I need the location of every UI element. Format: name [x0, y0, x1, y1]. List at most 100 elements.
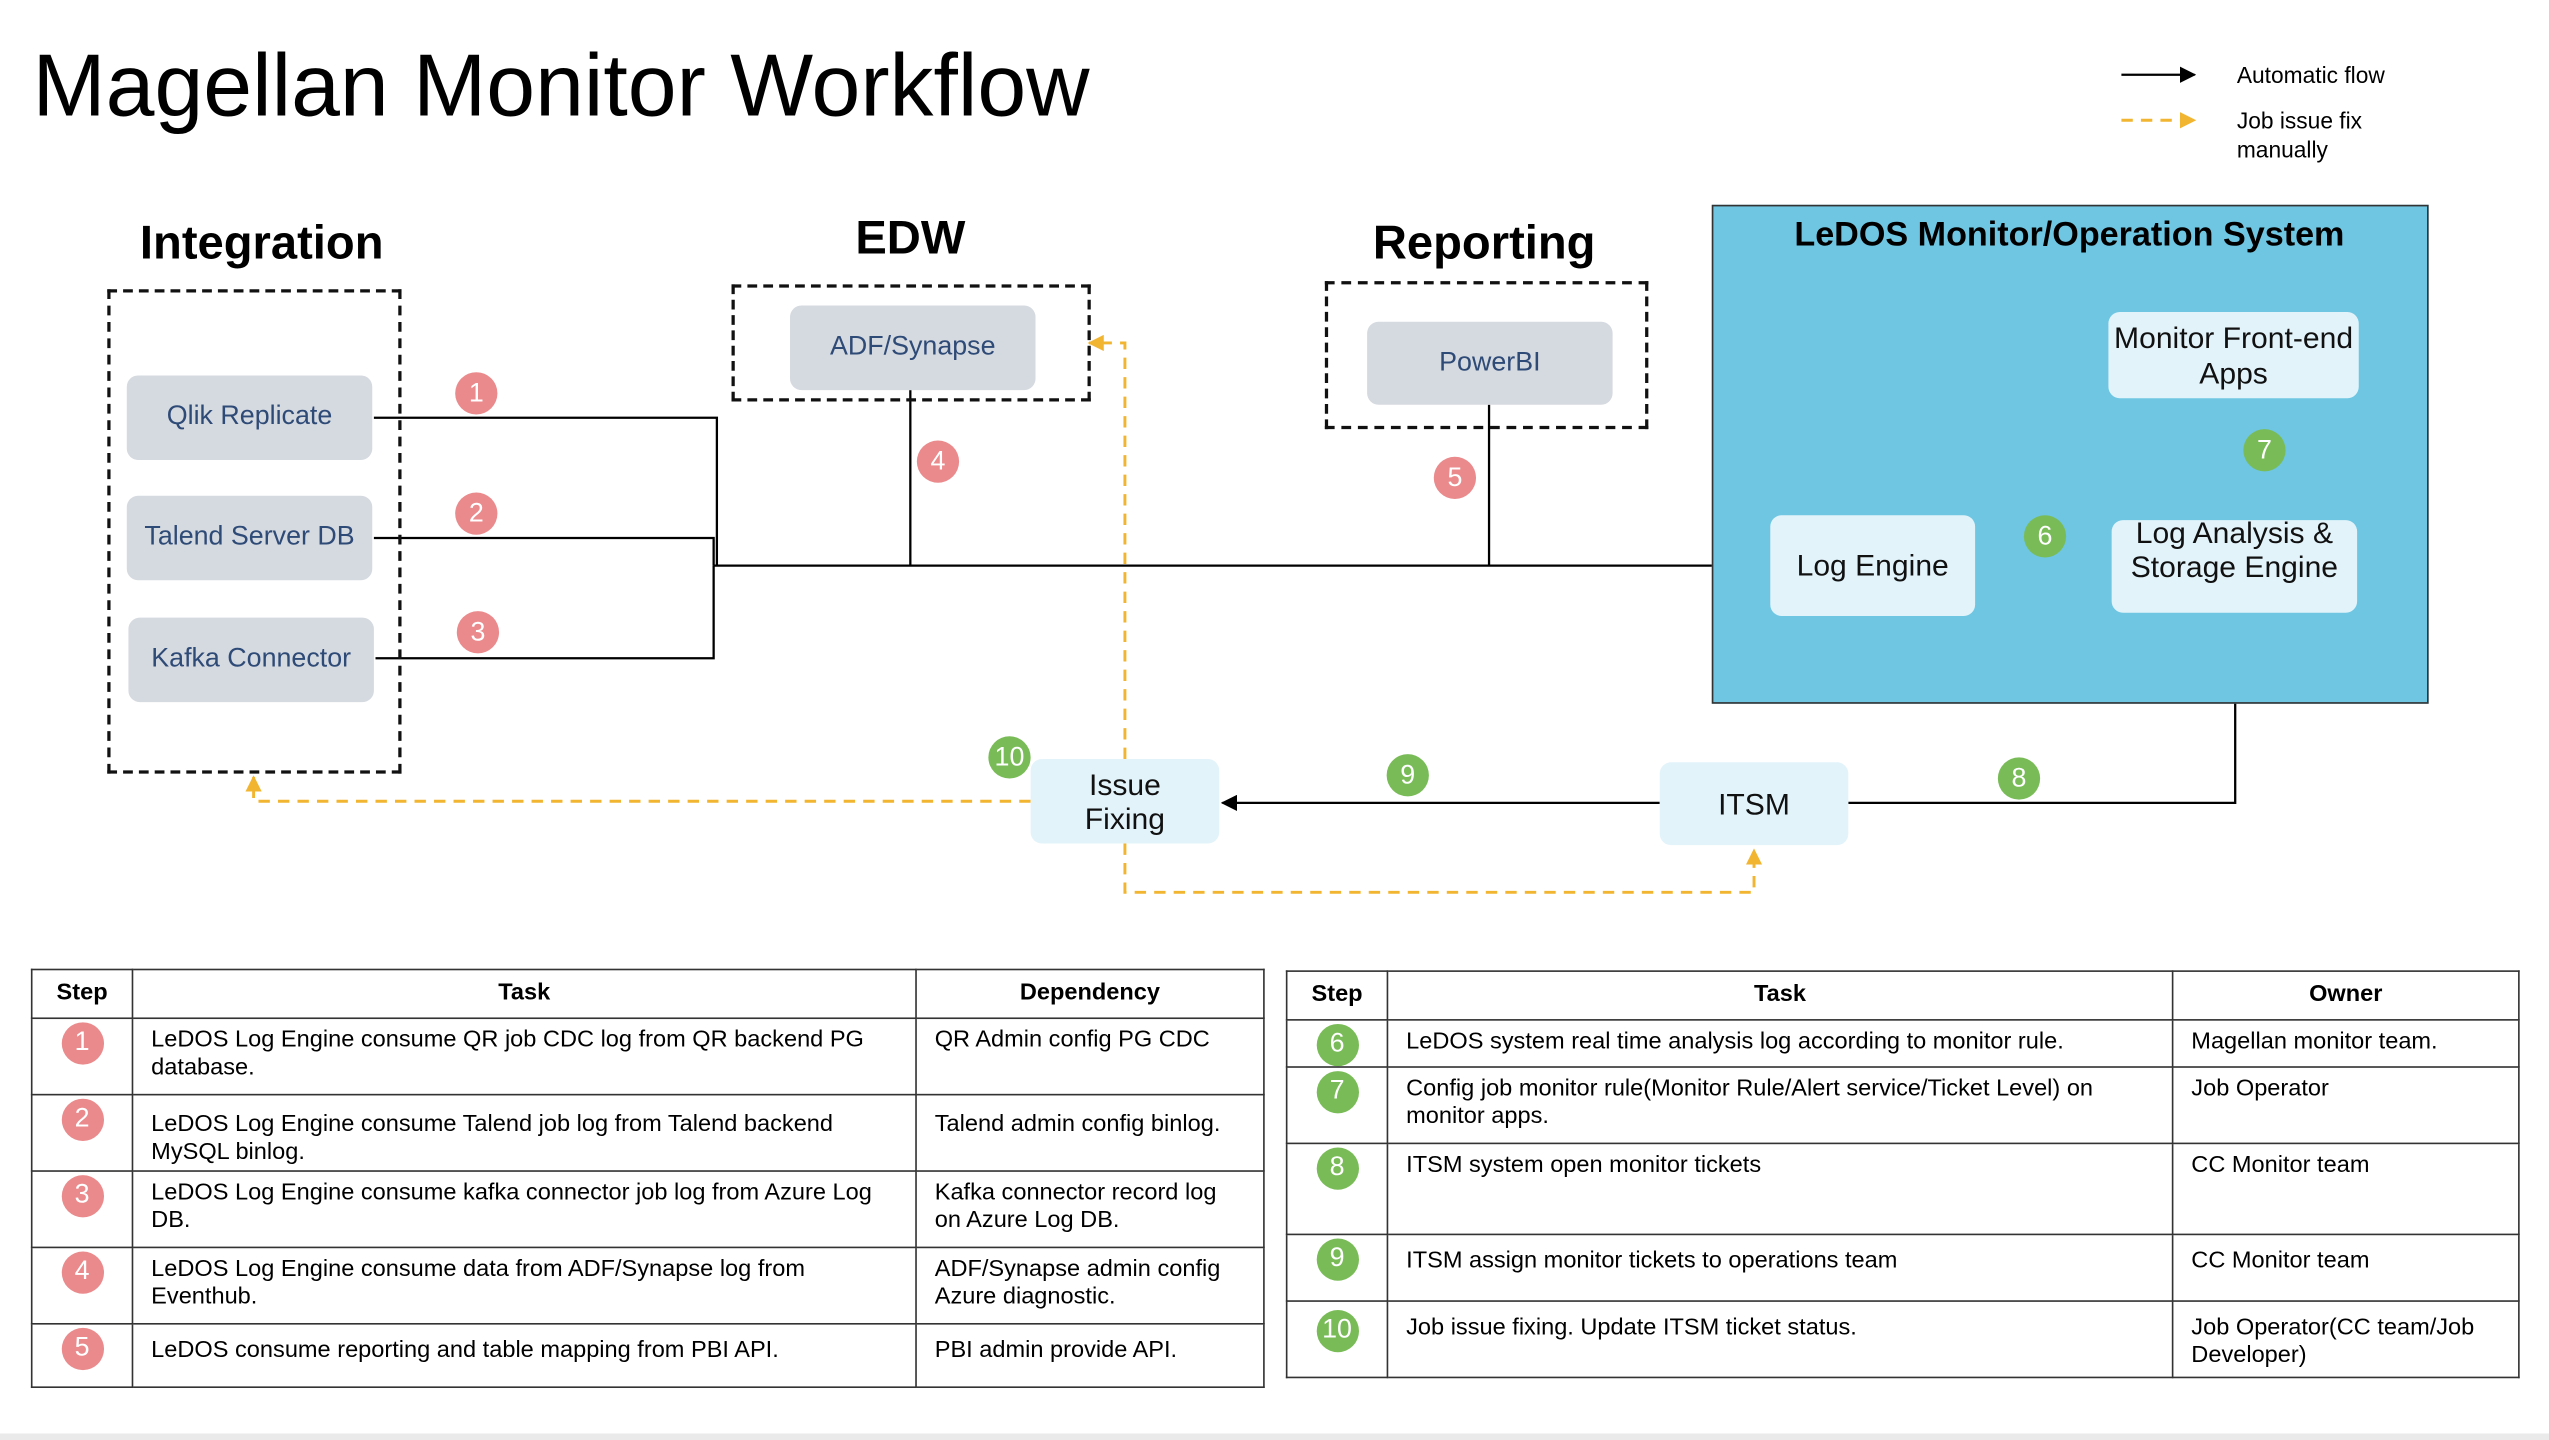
table-row: 8 ITSM system open monitor tickets CC Mo…	[1285, 1142, 2520, 1236]
step-number-badge: 1	[60, 1022, 104, 1065]
task-text: ITSM assign monitor tickets to operation…	[1406, 1248, 1898, 1275]
section-edw: EDW	[855, 212, 966, 265]
table-row: 9 ITSM assign monitor tickets to operati…	[1285, 1233, 2520, 1302]
step-number-badge: 5	[60, 1327, 104, 1371]
table-header-row: Step Task Owner	[1285, 970, 2520, 1021]
step-number-badge: 4	[60, 1251, 104, 1294]
owner-cell: Magellan monitor team.	[2171, 1019, 2520, 1068]
task-cell: LeDOS Log Engine consume kafka connector…	[131, 1170, 917, 1249]
owner-cell: CC Monitor team	[2171, 1142, 2520, 1236]
edw-group	[731, 284, 1091, 402]
step-badge-8: 8	[1997, 757, 2041, 800]
integration-group	[107, 289, 402, 774]
step-number-badge: 6	[1315, 1023, 1359, 1067]
dependency-cell: PBI admin provide API.	[915, 1322, 1265, 1389]
step-badge-10: 10	[988, 736, 1031, 779]
owner-text: Job Operator(CC team/Job Developer)	[2191, 1314, 2475, 1370]
step-badge-9: 9	[1386, 754, 1429, 797]
node-talend-server-db[interactable]: Talend Server DB	[126, 495, 373, 581]
step-badge-7: 7	[2243, 429, 2286, 472]
manual-fix-to-adf-line	[1087, 334, 1127, 760]
table-row: 4 LeDOS Log Engine consume data from ADF…	[30, 1246, 1265, 1325]
section-reporting: Reporting	[1372, 217, 1596, 270]
task-text: LeDOS consume reporting and table mappin…	[151, 1337, 779, 1364]
manual-fix-to-integration-line	[245, 775, 1031, 803]
legend-manual-fix: Job issue fix manually	[2236, 107, 2363, 162]
owner-cell: Job Operator	[2171, 1066, 2520, 1145]
step-number-badge: 2	[60, 1098, 104, 1141]
step-number-badge: 9	[1315, 1238, 1359, 1281]
reporting-group	[1324, 281, 1649, 430]
dependency-cell: ADF/Synapse admin config Azure diagnosti…	[915, 1246, 1265, 1325]
dependency-cell: QR Admin config PG CDC	[915, 1017, 1265, 1096]
step-cell: 10	[1285, 1300, 1389, 1379]
task-cell: Job issue fixing. Update ITSM ticket sta…	[1386, 1300, 2174, 1379]
owner-cell: CC Monitor team	[2171, 1233, 2520, 1302]
task-cell: LeDOS Log Engine consume data from ADF/S…	[131, 1246, 917, 1325]
talend-flow-line	[373, 536, 715, 566]
node-kafka-connector[interactable]: Kafka Connector	[128, 617, 374, 703]
dependency-cell: Talend admin config binlog.	[915, 1093, 1265, 1172]
table-row: 10 Job issue fixing. Update ITSM ticket …	[1285, 1300, 2520, 1379]
manual-fix-to-itsm-line	[1123, 843, 1763, 894]
ledos-panel-title: LeDOS Monitor/Operation System	[1794, 216, 2345, 254]
step-badge-2: 2	[455, 492, 498, 535]
log-analysis-storage-engine-label: Log Analysis & Storage Engine	[2130, 515, 2339, 584]
task-text: Job issue fixing. Update ITSM ticket sta…	[1406, 1314, 1857, 1341]
table-header-row: Step Task Dependency	[30, 968, 1265, 1020]
table-row: 1 LeDOS Log Engine consume QR job CDC lo…	[30, 1017, 1265, 1096]
step-cell: 5	[30, 1322, 134, 1389]
section-integration: Integration	[139, 217, 384, 270]
step-number-badge: 3	[60, 1175, 104, 1218]
task-cell: ITSM assign monitor tickets to operation…	[1386, 1233, 2174, 1302]
node-log-engine[interactable]: Log Engine	[1770, 515, 1976, 616]
steps-table-left: Step Task Dependency 1 LeDOS Log Engine …	[30, 968, 1265, 1389]
step-cell: 3	[30, 1170, 134, 1249]
column-header-step: Step	[1285, 970, 1389, 1021]
table-row: 7 Config job monitor rule(Monitor Rule/A…	[1285, 1066, 2520, 1145]
step-number-badge: 7	[1315, 1071, 1359, 1114]
page-title: Magellan Monitor Workflow	[32, 37, 1090, 135]
column-header-dependency: Dependency	[915, 968, 1265, 1020]
step-badge-6: 6	[2023, 515, 2067, 558]
legend-lines	[2121, 66, 2197, 129]
step-number-badge: 10	[1315, 1309, 1359, 1353]
step-cell: 1	[30, 1017, 134, 1096]
node-powerbi[interactable]: PowerBI	[1367, 321, 1613, 405]
node-adf-synapse[interactable]: ADF/Synapse	[790, 305, 1036, 391]
dependency-text: Talend admin config binlog.	[934, 1111, 1221, 1138]
kafka-flow-line	[375, 565, 715, 660]
node-monitor-frontend-apps[interactable]: Monitor Front-end Apps	[2108, 312, 2359, 399]
column-header-task: Task	[1386, 970, 2174, 1021]
step-cell: 9	[1285, 1233, 1389, 1302]
task-cell: ITSM system open monitor tickets	[1386, 1142, 2174, 1236]
legend-automatic-flow: Automatic flow	[2236, 61, 2385, 88]
table-row: 3 LeDOS Log Engine consume kafka connect…	[30, 1170, 1265, 1249]
node-itsm[interactable]: ITSM	[1659, 762, 1849, 846]
step-cell: 8	[1285, 1142, 1389, 1236]
owner-text: CC Monitor team	[2191, 1248, 2370, 1275]
node-log-analysis-storage-engine[interactable]: Log Analysis & Storage Engine	[2111, 515, 2358, 613]
task-cell: LeDOS consume reporting and table mappin…	[131, 1322, 917, 1389]
steps-table-right: Step Task Owner 6 LeDOS system real time…	[1285, 970, 2520, 1379]
qlik-flow-line	[373, 416, 719, 566]
step-badge-3: 3	[456, 611, 500, 654]
step-badge-5: 5	[1433, 456, 1477, 499]
ledos-panel	[1711, 204, 2429, 704]
table-row: 6 LeDOS system real time analysis log ac…	[1285, 1019, 2520, 1068]
node-issue-fixing[interactable]: Issue Fixing	[1030, 759, 1220, 844]
task-cell: LeDOS Log Engine consume QR job CDC log …	[131, 1017, 917, 1096]
step-cell: 4	[30, 1246, 134, 1325]
issue-fixing-label: Issue Fixing	[1084, 766, 1166, 836]
step-number-badge: 8	[1315, 1147, 1359, 1190]
owner-cell: Job Operator(CC team/Job Developer)	[2171, 1300, 2520, 1379]
column-header-step: Step	[30, 968, 134, 1020]
step-cell: 6	[1285, 1019, 1389, 1068]
footer-divider	[0, 1433, 2549, 1440]
step-cell: 2	[30, 1093, 134, 1172]
node-qlik-replicate[interactable]: Qlik Replicate	[126, 375, 373, 460]
task-cell: LeDOS system real time analysis log acco…	[1386, 1019, 2174, 1068]
table-row: 5 LeDOS consume reporting and table mapp…	[30, 1322, 1265, 1389]
